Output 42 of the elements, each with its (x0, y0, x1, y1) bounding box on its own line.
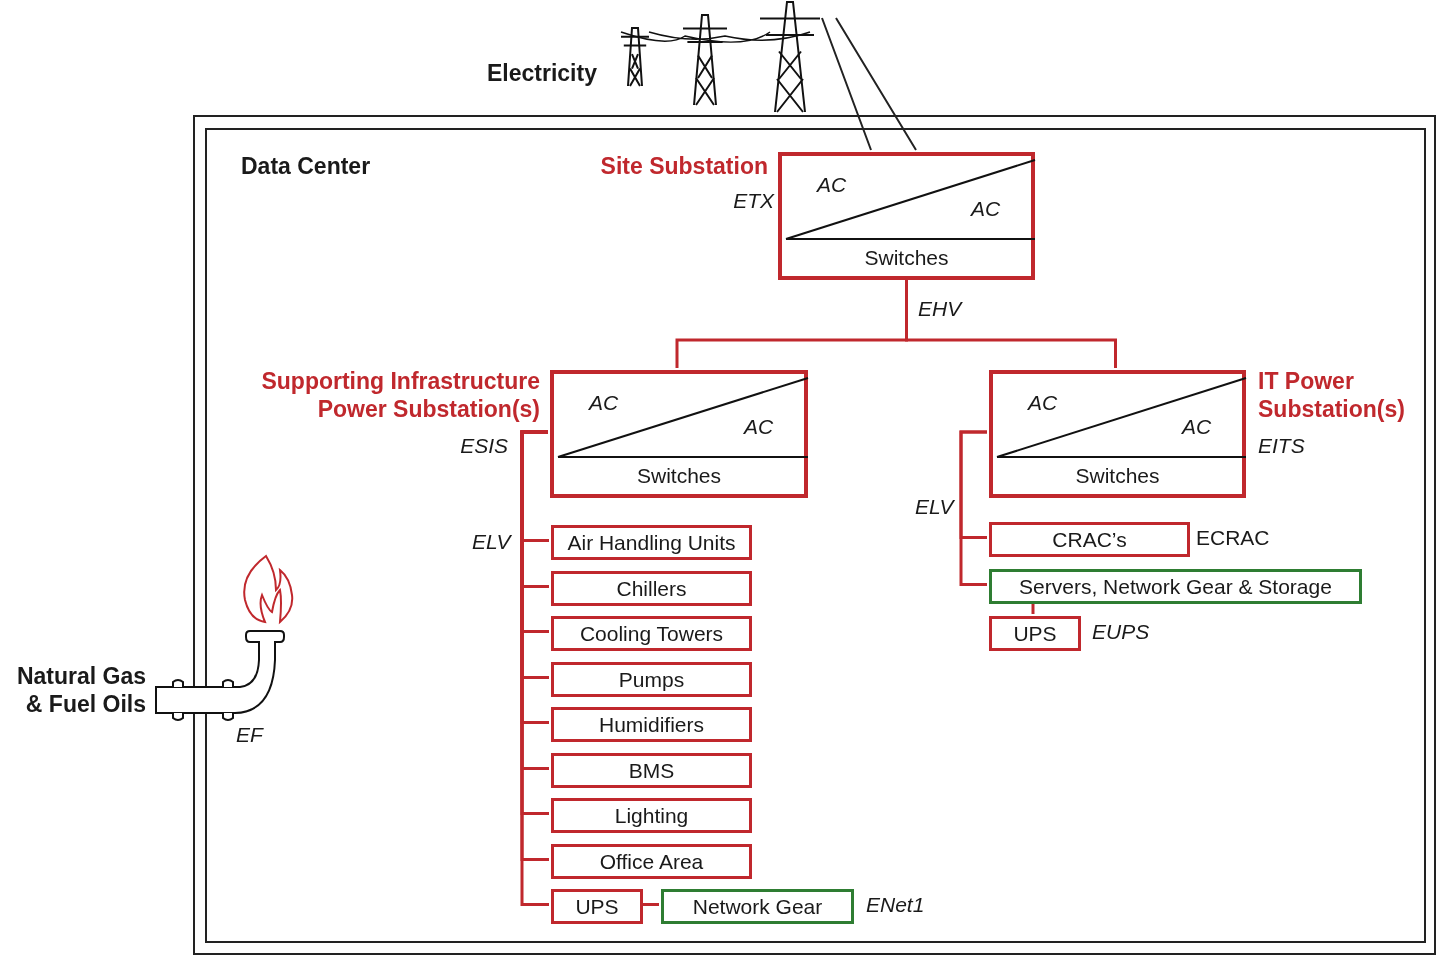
energy-label: ELV (915, 494, 954, 520)
equipment-box: Air Handling Units (551, 525, 752, 560)
equipment-box: Lighting (551, 798, 752, 833)
switches-label: Switches (1074, 463, 1161, 489)
current-type-label: AC (589, 390, 619, 416)
power-line (959, 430, 987, 586)
energy-label: ELV (472, 529, 511, 555)
equipment-box: Servers, Network Gear & Storage (989, 569, 1362, 604)
power-line (821, 17, 917, 151)
equipment-box: Humidifiers (551, 707, 752, 742)
switches-label: Switches (636, 463, 722, 489)
boundary-title: Data Center (241, 153, 371, 179)
energy-label: ECRAC (1196, 525, 1270, 551)
current-type-label: AC (744, 414, 774, 440)
energy-label: ETX (733, 188, 774, 214)
equipment-box: BMS (551, 753, 752, 788)
energy-label: ESIS (460, 433, 508, 459)
source-label: Natural Gas & Fuel Oils (15, 662, 146, 718)
current-type-label: AC (817, 172, 847, 198)
source-label: Electricity (487, 60, 597, 86)
equipment-box: Chillers (551, 571, 752, 606)
equipment-box: UPS (989, 616, 1081, 651)
substation-heading: Supporting Infrastructure Power Substation(s) (260, 367, 540, 423)
transmission-tower-drawing (620, 1, 821, 113)
switches-label: Switches (863, 245, 950, 271)
equipment-box: Pumps (551, 662, 752, 697)
data-center-boundary (193, 115, 1436, 955)
energy-label: EHV (918, 296, 962, 322)
current-type-label: AC (971, 196, 1001, 222)
substation-heading: IT Power Substation(s) (1258, 367, 1406, 423)
equipment-box: Office Area (551, 844, 752, 879)
equipment-box: CRAC’s (989, 522, 1190, 557)
equipment-box: Network Gear (661, 889, 854, 924)
energy-label: EUPS (1092, 619, 1150, 645)
current-type-label: AC (1182, 414, 1212, 440)
energy-label: EITS (1258, 433, 1305, 459)
energy-label: EF (236, 722, 263, 748)
substation-heading: Site Substation (600, 152, 768, 180)
energy-label: ENet1 (866, 892, 925, 918)
equipment-box: Cooling Towers (551, 616, 752, 651)
equipment-box: UPS (551, 889, 643, 924)
current-type-label: AC (1028, 390, 1058, 416)
